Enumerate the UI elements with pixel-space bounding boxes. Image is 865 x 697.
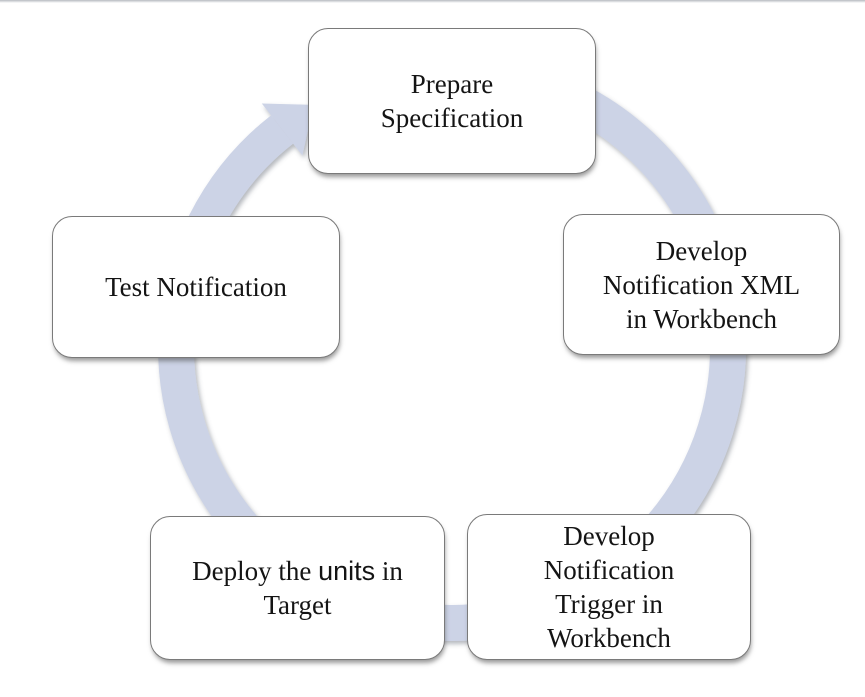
step-prepare-specification: Prepare Specification xyxy=(308,28,596,174)
page-top-edge xyxy=(0,0,865,3)
cycle-arrow-head xyxy=(261,103,314,156)
step-label: Test Notification xyxy=(105,272,287,302)
step-label: Prepare Specification xyxy=(380,69,524,133)
step-label: Develop Notification Trigger in Workbenc… xyxy=(543,521,675,653)
step-develop-notification-trigger: Develop Notification Trigger in Workbenc… xyxy=(467,514,751,660)
step-label-part-sans: units xyxy=(318,556,376,586)
step-label: Deploy the units in Target xyxy=(184,554,411,622)
step-label-part: in Target xyxy=(263,556,403,620)
step-label-part: Deploy the xyxy=(192,556,319,586)
step-test-notification: Test Notification xyxy=(52,216,340,358)
step-develop-notification-xml: Develop Notification XML in Workbench xyxy=(563,214,840,355)
step-deploy-units: Deploy the units in Target xyxy=(150,516,445,660)
step-label: Develop Notification XML in Workbench xyxy=(602,235,801,334)
